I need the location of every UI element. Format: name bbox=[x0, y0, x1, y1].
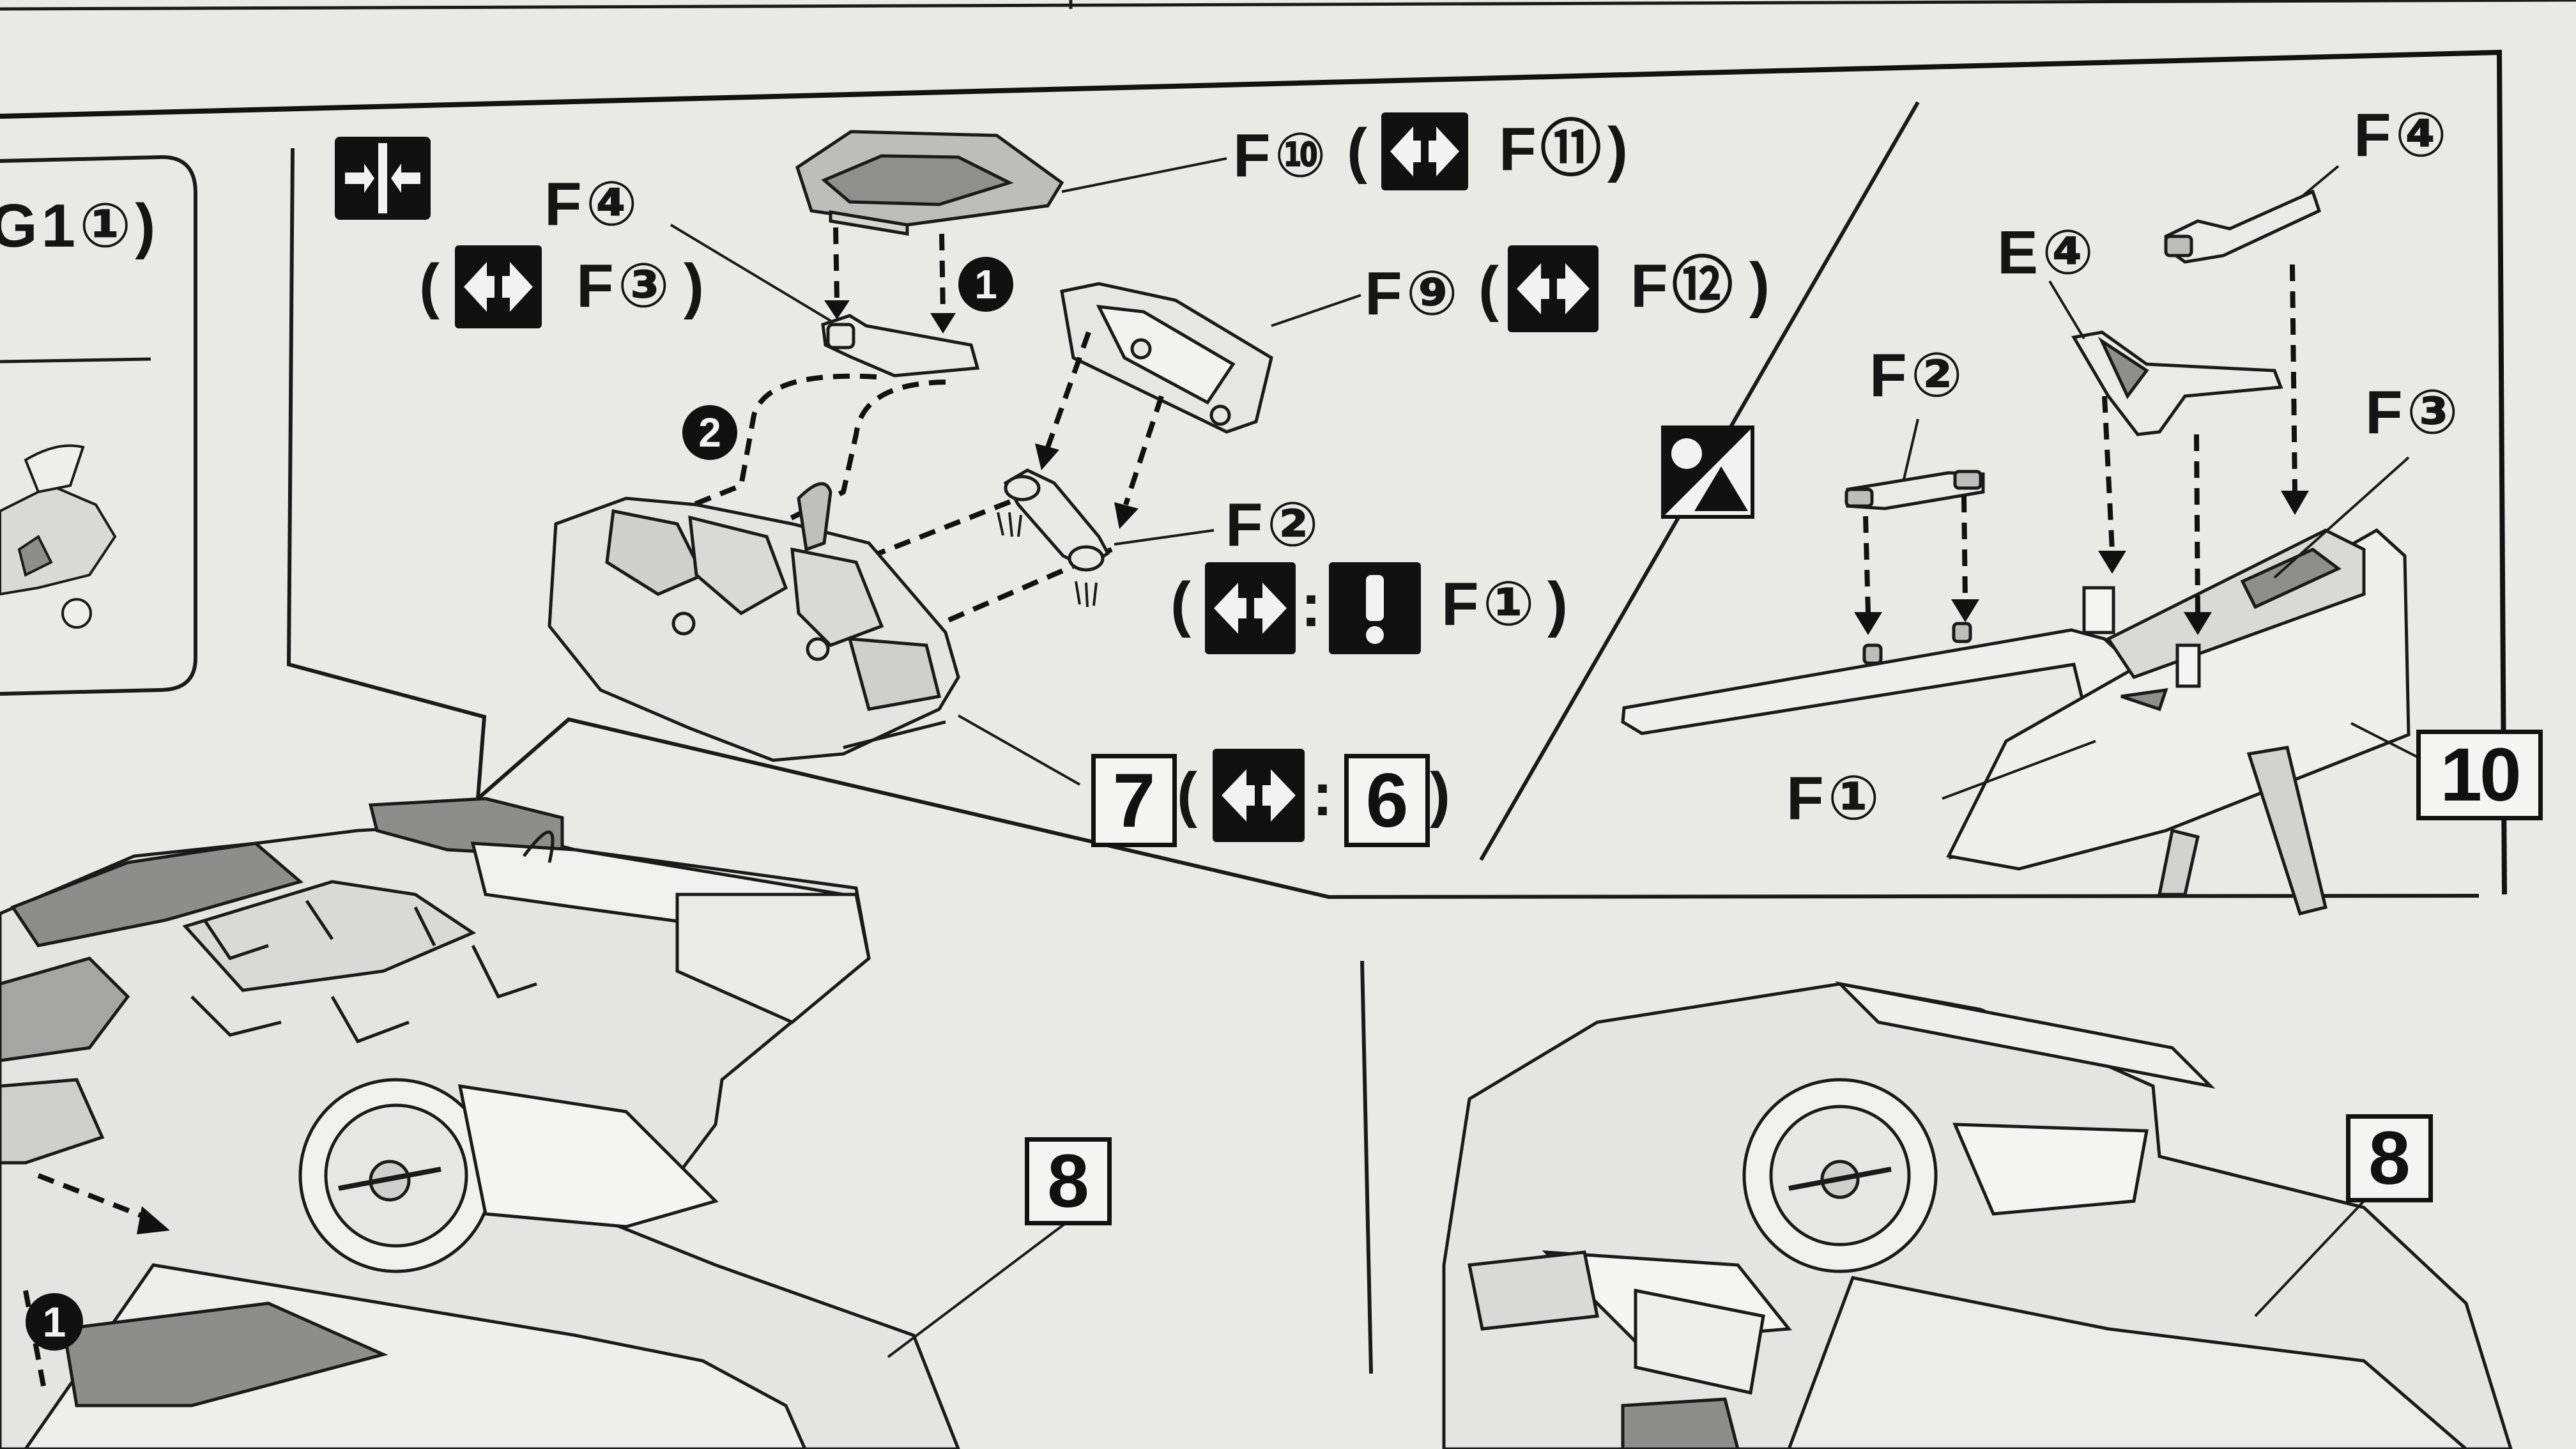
part-e4 bbox=[2071, 330, 2283, 436]
caution-icon bbox=[1329, 562, 1421, 654]
mirror-swap-icon bbox=[1213, 749, 1305, 842]
mirror-swap-icon bbox=[1381, 112, 1468, 190]
hull-assembly-detail bbox=[548, 482, 960, 762]
step-number-8-left: 8 bbox=[1025, 1137, 1112, 1225]
inset-box-left bbox=[0, 155, 197, 696]
part-label-f11: F⑪ bbox=[1499, 115, 1606, 183]
part-label-f4-left: F④ bbox=[544, 170, 641, 238]
order-mark-2: 2 bbox=[682, 405, 737, 460]
step-number-6: 6 bbox=[1344, 754, 1430, 847]
part-label-f3-right: F③ bbox=[2365, 378, 2462, 447]
step-number-7: 7 bbox=[1091, 754, 1177, 847]
main-hull-left bbox=[0, 797, 960, 1449]
part-label-f12: F⑫ bbox=[1630, 252, 1737, 320]
part-label-f9: F⑨ bbox=[1365, 259, 1462, 328]
part-f2-right bbox=[1844, 470, 1985, 510]
part-label-f2-right: F② bbox=[1869, 341, 1966, 410]
both-sides-icon bbox=[335, 137, 431, 220]
step-number-8-right: 8 bbox=[2346, 1114, 2433, 1202]
part-label-g1-partial: G1①) bbox=[0, 192, 160, 260]
trim-option-icon bbox=[1661, 425, 1754, 519]
colon-separator: : bbox=[1312, 760, 1333, 829]
part-label-f10: F⑩ bbox=[1233, 121, 1330, 190]
paren-open: ( bbox=[1170, 570, 1191, 638]
part-f4-right bbox=[2164, 189, 2322, 264]
step-number-10: 10 bbox=[2416, 730, 2543, 820]
part-label-f1-right: F① bbox=[1786, 764, 1883, 832]
part-f4-left bbox=[821, 314, 980, 378]
panel-border bbox=[0, 49, 2507, 895]
part-label-f2-mid: F② bbox=[1225, 491, 1322, 559]
part-f2-mid bbox=[1003, 468, 1110, 572]
mirror-swap-icon bbox=[1508, 245, 1598, 332]
order-mark-1-top: 1 bbox=[958, 257, 1013, 312]
paren-open: ( bbox=[1347, 116, 1367, 185]
paren-close: ) bbox=[1749, 250, 1770, 319]
part-label-e4: E④ bbox=[1997, 218, 2098, 287]
paren-close: ) bbox=[684, 252, 704, 320]
main-hull-right bbox=[1442, 981, 2513, 1449]
order-mark-1-bottom: 1 bbox=[26, 1293, 83, 1351]
paren-open: ( bbox=[419, 252, 440, 320]
paren-open: ( bbox=[1478, 254, 1499, 323]
paren-close: ) bbox=[1430, 760, 1450, 829]
mirror-swap-icon bbox=[455, 245, 542, 328]
frame-part-f1 bbox=[1621, 528, 2411, 916]
part-label-f4-right: F④ bbox=[2354, 101, 2451, 169]
part-label-f1-mid: F① bbox=[1441, 570, 1538, 638]
mirror-swap-icon bbox=[1205, 562, 1296, 654]
inset-part-sketch bbox=[0, 444, 117, 629]
paren-close: ) bbox=[1607, 115, 1628, 183]
paren-close: ) bbox=[1547, 570, 1568, 638]
colon-separator: : bbox=[1301, 571, 1321, 640]
part-f9 bbox=[1060, 282, 1273, 434]
part-label-f3-left: F③ bbox=[576, 252, 673, 320]
part-f10 bbox=[795, 130, 1064, 236]
paren-open: ( bbox=[1177, 760, 1197, 829]
